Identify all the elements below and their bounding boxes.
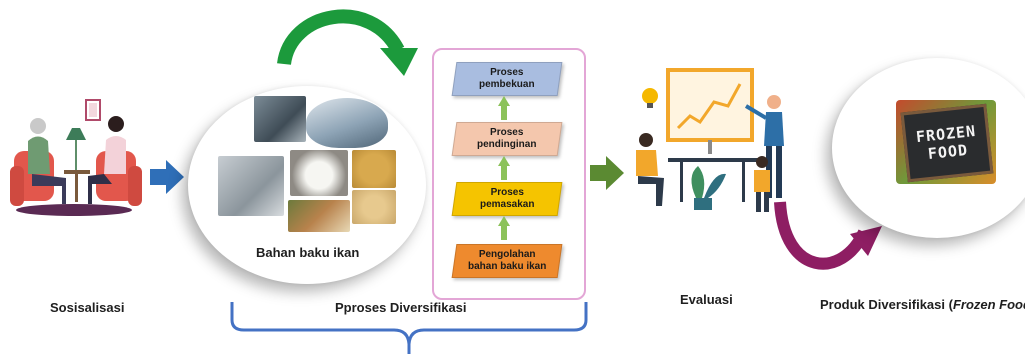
step-pengolahan-label: Pengolahan bahan baku ikan <box>467 249 547 272</box>
raw-material-label: Bahan baku ikan <box>256 245 360 260</box>
step-pendinginan: Proses pendinginan <box>451 122 563 156</box>
step-arrow-up-icon <box>498 96 510 106</box>
stage-sosialisasi-label: Sosisalisasi <box>50 300 125 315</box>
fish-photo-tuna <box>306 98 388 148</box>
step-pemasakan-label: Proses pemasakan <box>479 187 535 210</box>
fish-photo-flat <box>218 156 284 216</box>
curved-arrow-green-icon <box>277 9 418 76</box>
arrow-right-green-icon <box>590 156 624 190</box>
step-pengolahan: Pengolahan bahan baku ikan <box>451 244 563 278</box>
step-pemasakan: Proses pemasakan <box>451 182 563 216</box>
step-pembekuan: Proses pembekuan <box>451 62 563 96</box>
stage-produk-prefix: Produk Diversifikasi ( <box>820 297 953 312</box>
step-arrow-stem <box>501 106 507 120</box>
step-pembekuan-label: Proses pembekuan <box>479 67 535 90</box>
team-presentation-icon <box>636 68 784 212</box>
stage-produk-label: Produk Diversifikasi (Frozen Food) <box>820 297 1025 312</box>
stage-diversifikasi-label: Pproses Diversifikasi <box>335 300 467 315</box>
breadcrumb-photo <box>352 190 396 224</box>
arrow-right-blue-icon <box>150 160 184 194</box>
step-arrow-stem <box>501 226 507 240</box>
frozen-food-sign-icon: FROZEN FOOD <box>896 100 996 184</box>
step-arrow-up-icon <box>498 216 510 226</box>
step-pendinginan-label: Proses pendinginan <box>477 127 537 150</box>
process-panel: Proses pembekuan Proses pendinginan Pros… <box>432 48 586 300</box>
herbs-photo <box>288 200 350 232</box>
spice-photo <box>352 150 396 188</box>
stage-evaluasi-label: Evaluasi <box>680 292 733 307</box>
flour-photo <box>290 150 348 196</box>
frozen-food-board: FROZEN FOOD <box>900 103 994 183</box>
brace-bracket <box>230 302 588 354</box>
fish-photo-mackerel <box>254 96 306 142</box>
step-arrow-stem <box>501 166 507 180</box>
step-arrow-up-icon <box>498 156 510 166</box>
fish-photos-icon <box>216 96 396 232</box>
stage-produk-italic: Frozen Food <box>952 297 1025 312</box>
frozen-food-line2: FOOD <box>927 140 969 163</box>
people-meeting-icon <box>10 99 142 216</box>
curved-arrow-magenta-icon <box>774 201 882 270</box>
